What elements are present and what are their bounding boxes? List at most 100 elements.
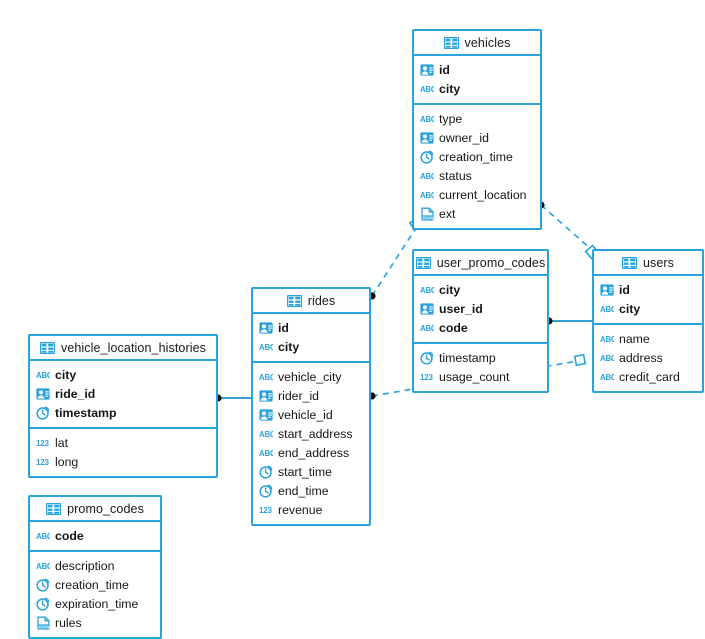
json-document-icon: JSON <box>420 207 434 221</box>
entity-title: vehicle_location_histories <box>60 340 207 355</box>
field-label: creation_time <box>439 149 513 164</box>
svg-text:ABC: ABC <box>420 190 434 199</box>
svg-text:ABC: ABC <box>420 84 434 93</box>
primary-key-group: idABC city <box>414 56 540 105</box>
field-label: ext <box>439 206 456 221</box>
field-row[interactable]: creation_time <box>414 147 540 166</box>
entity-header-promo_codes[interactable]: promo_codes <box>30 497 160 522</box>
abc-text-icon: ABC <box>600 351 614 365</box>
field-row[interactable]: ABCstart_address <box>253 424 369 443</box>
field-label: creation_time <box>55 577 129 592</box>
field-row[interactable]: start_time <box>253 462 369 481</box>
svg-text:ABC: ABC <box>36 561 50 570</box>
table-grid-icon <box>443 36 459 49</box>
field-row[interactable]: id <box>594 280 702 299</box>
entity-header-users[interactable]: users <box>594 251 702 276</box>
field-row[interactable]: ABC current_location <box>414 185 540 204</box>
field-row[interactable]: owner_id <box>414 128 540 147</box>
field-row[interactable]: ABCend_address <box>253 443 369 462</box>
field-row[interactable]: JSON ext <box>414 204 540 223</box>
field-row[interactable]: id <box>414 60 540 79</box>
relationship-endpoint-square <box>573 353 587 367</box>
entity-table-vehicle_location_histories[interactable]: vehicle_location_historiesABC city ride_id… <box>28 334 218 478</box>
field-label: end_time <box>278 483 329 498</box>
column-group: ABCtypeowner_idcreation_timeABCstatusABC… <box>414 105 540 228</box>
entity-header-vehicles[interactable]: vehicles <box>414 31 540 56</box>
abc-text-icon: ABC <box>36 368 50 382</box>
field-label: ride_id <box>55 386 96 401</box>
field-row[interactable]: ABCcode <box>414 318 547 337</box>
field-row[interactable]: ABC vehicle_city <box>253 367 369 386</box>
field-row[interactable]: ride_id <box>30 384 216 403</box>
field-row[interactable]: expiration_time <box>30 594 160 613</box>
field-label: city <box>439 282 461 297</box>
table-grid-icon <box>415 256 431 269</box>
field-row[interactable]: ABCcity <box>253 337 369 356</box>
field-label: start_address <box>278 426 353 441</box>
entity-table-users[interactable]: users idABCcityABCnameABCaddressABCcredit… <box>592 249 704 393</box>
abc-text-icon: ABC <box>36 529 50 543</box>
123-number-icon: 123 <box>259 503 273 517</box>
relationship-vlh-rides[interactable] <box>214 394 251 402</box>
svg-text:123: 123 <box>259 505 273 514</box>
entity-table-rides[interactable]: rides idABCcityABC vehicle_city rider_idveh… <box>251 287 371 526</box>
svg-text:ABC: ABC <box>600 353 614 362</box>
field-label: city <box>439 81 461 96</box>
field-row[interactable]: ABCstatus <box>414 166 540 185</box>
entity-header-rides[interactable]: rides <box>253 289 369 314</box>
field-row[interactable]: ABCcity <box>414 280 547 299</box>
abc-text-icon: ABC <box>259 370 273 384</box>
field-row[interactable]: id <box>253 318 369 337</box>
field-row[interactable]: creation_time <box>30 575 160 594</box>
svg-text:ABC: ABC <box>420 171 434 180</box>
entity-table-promo_codes[interactable]: promo_codesABC codeABCdescription creation… <box>28 495 162 639</box>
field-row[interactable]: ABCcity <box>594 299 702 318</box>
field-row[interactable]: ABCtype <box>414 109 540 128</box>
field-row[interactable]: ABCcredit_card <box>594 367 702 386</box>
field-row[interactable]: timestamp <box>414 348 547 367</box>
field-label: vehicle_id <box>278 407 333 422</box>
field-row[interactable]: timestamp <box>30 403 216 422</box>
field-label: vehicle_city <box>278 369 342 384</box>
svg-text:ABC: ABC <box>600 304 614 313</box>
field-row[interactable]: ABC code <box>30 526 160 545</box>
person-badge-icon <box>420 131 434 145</box>
field-row[interactable]: user_id <box>414 299 547 318</box>
entity-table-user_promo_codes[interactable]: user_promo_codesABCcityuser_idABCcode tim… <box>412 249 549 393</box>
svg-text:123: 123 <box>36 457 50 466</box>
field-label: timestamp <box>55 405 117 420</box>
field-label: usage_count <box>439 369 510 384</box>
field-row[interactable]: ABC city <box>414 79 540 98</box>
field-row[interactable]: ABC city <box>30 365 216 384</box>
relationship-user_promo_codes-users[interactable] <box>545 317 592 325</box>
person-badge-icon <box>420 302 434 316</box>
field-label: current_location <box>439 187 527 202</box>
table-grid-icon <box>621 256 637 269</box>
field-label: type <box>439 111 463 126</box>
abc-text-icon: ABC <box>36 559 50 573</box>
field-row[interactable]: 123 lat <box>30 433 216 452</box>
field-label: code <box>439 320 468 335</box>
entity-header-vehicle_location_histories[interactable]: vehicle_location_histories <box>30 336 216 361</box>
field-row[interactable]: rider_id <box>253 386 369 405</box>
person-badge-icon <box>259 321 273 335</box>
relationship-line <box>540 204 593 251</box>
field-row[interactable]: ABCdescription <box>30 556 160 575</box>
field-label: city <box>55 367 77 382</box>
field-row[interactable]: end_time <box>253 481 369 500</box>
field-label: lat <box>55 435 68 450</box>
field-row[interactable]: ABCaddress <box>594 348 702 367</box>
svg-text:123: 123 <box>36 438 50 447</box>
entity-header-user_promo_codes[interactable]: user_promo_codes <box>414 251 547 276</box>
field-row[interactable]: ABCname <box>594 329 702 348</box>
field-label: code <box>55 528 84 543</box>
entity-table-vehicles[interactable]: vehiclesidABCcityABCtypeowner_idcreation… <box>412 29 542 230</box>
entity-title: rides <box>307 293 336 308</box>
clock-icon <box>259 484 273 498</box>
field-row[interactable]: vehicle_id <box>253 405 369 424</box>
